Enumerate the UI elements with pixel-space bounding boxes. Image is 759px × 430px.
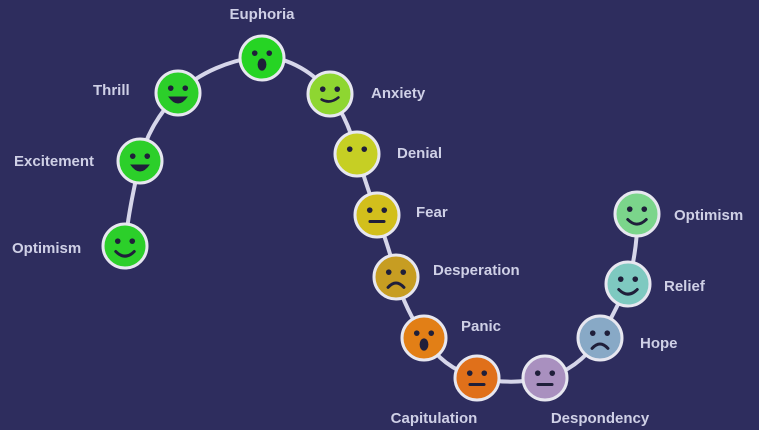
- mouth-open: [419, 338, 429, 351]
- right-eye: [144, 153, 151, 159]
- left-eye: [346, 146, 353, 152]
- right-eye: [549, 370, 556, 376]
- face-node-panic: [400, 314, 448, 362]
- stage-label: Anxiety: [371, 85, 426, 102]
- face-node-fear: [353, 191, 401, 239]
- stage-label: Hope: [640, 335, 678, 352]
- left-eye: [129, 153, 136, 159]
- mouth-frown: [386, 281, 406, 289]
- face-node-hope: [576, 314, 624, 362]
- mouth-grin: [168, 96, 188, 104]
- stage-label: Desperation: [433, 262, 520, 279]
- left-eye: [617, 276, 624, 282]
- face-node-euphoria: [238, 34, 286, 82]
- right-eye: [266, 50, 273, 56]
- right-eye: [129, 238, 136, 244]
- right-eye: [428, 330, 435, 336]
- face-node-thrill: [154, 69, 202, 117]
- right-eye: [361, 146, 368, 152]
- mouth-frown: [590, 342, 610, 350]
- face-grin-icon: [116, 137, 164, 185]
- left-eye: [589, 330, 596, 336]
- right-eye: [604, 330, 611, 336]
- right-eye: [182, 85, 189, 91]
- left-eye: [466, 370, 473, 376]
- face-neutral-icon: [353, 191, 401, 239]
- left-eye: [251, 50, 258, 56]
- right-eye: [641, 206, 648, 212]
- left-eye: [366, 207, 373, 213]
- mouth-grin: [130, 164, 150, 172]
- face-neutral-icon: [521, 354, 569, 402]
- stage-label: Despondency: [550, 410, 650, 427]
- face-smile-icon: [604, 260, 652, 308]
- stage-label: Denial: [397, 145, 443, 162]
- left-eye: [534, 370, 541, 376]
- face-node-relief: [604, 260, 652, 308]
- right-eye: [334, 86, 341, 92]
- mouth-open: [257, 58, 267, 71]
- left-eye: [319, 86, 326, 92]
- face-smile-icon: [613, 190, 661, 238]
- face-blank-icon: [333, 130, 381, 178]
- left-eye: [114, 238, 121, 244]
- stage-label: Optimism: [674, 207, 744, 224]
- stage-label: Optimism: [12, 240, 82, 257]
- face-frown-icon: [372, 253, 420, 301]
- face-node-anxiety: [306, 70, 354, 118]
- right-eye: [632, 276, 639, 282]
- face-frown-icon: [576, 314, 624, 362]
- stage-label: Relief: [664, 278, 705, 295]
- left-eye: [413, 330, 420, 336]
- face-wow-icon: [400, 314, 448, 362]
- face-smile-icon: [101, 222, 149, 270]
- face-node-optimism: [613, 190, 661, 238]
- stage-label: Panic: [461, 318, 502, 335]
- mouth-smile: [617, 288, 639, 296]
- stage-label: Capitulation: [390, 410, 478, 427]
- face-node-optimism: [101, 222, 149, 270]
- face-node-despondency: [521, 354, 569, 402]
- stage-label: Fear: [416, 204, 448, 221]
- right-eye: [381, 207, 388, 213]
- face-wow-icon: [238, 34, 286, 82]
- mouth-smile: [626, 218, 648, 226]
- right-eye: [400, 269, 407, 275]
- right-eye: [481, 370, 488, 376]
- left-eye: [385, 269, 392, 275]
- face-node-capitulation: [453, 354, 501, 402]
- stage-label: Excitement: [14, 153, 95, 170]
- stage-label: Euphoria: [229, 6, 295, 23]
- stage-label: Thrill: [93, 82, 130, 99]
- face-grin-icon: [154, 69, 202, 117]
- face-node-desperation: [372, 253, 420, 301]
- face-smirk-icon: [306, 70, 354, 118]
- face-neutral-icon: [453, 354, 501, 402]
- face-node-denial: [333, 130, 381, 178]
- left-eye: [167, 85, 174, 91]
- mouth-smile: [114, 250, 136, 258]
- mouth-slight-smile: [320, 96, 340, 103]
- left-eye: [626, 206, 633, 212]
- face-node-excitement: [116, 137, 164, 185]
